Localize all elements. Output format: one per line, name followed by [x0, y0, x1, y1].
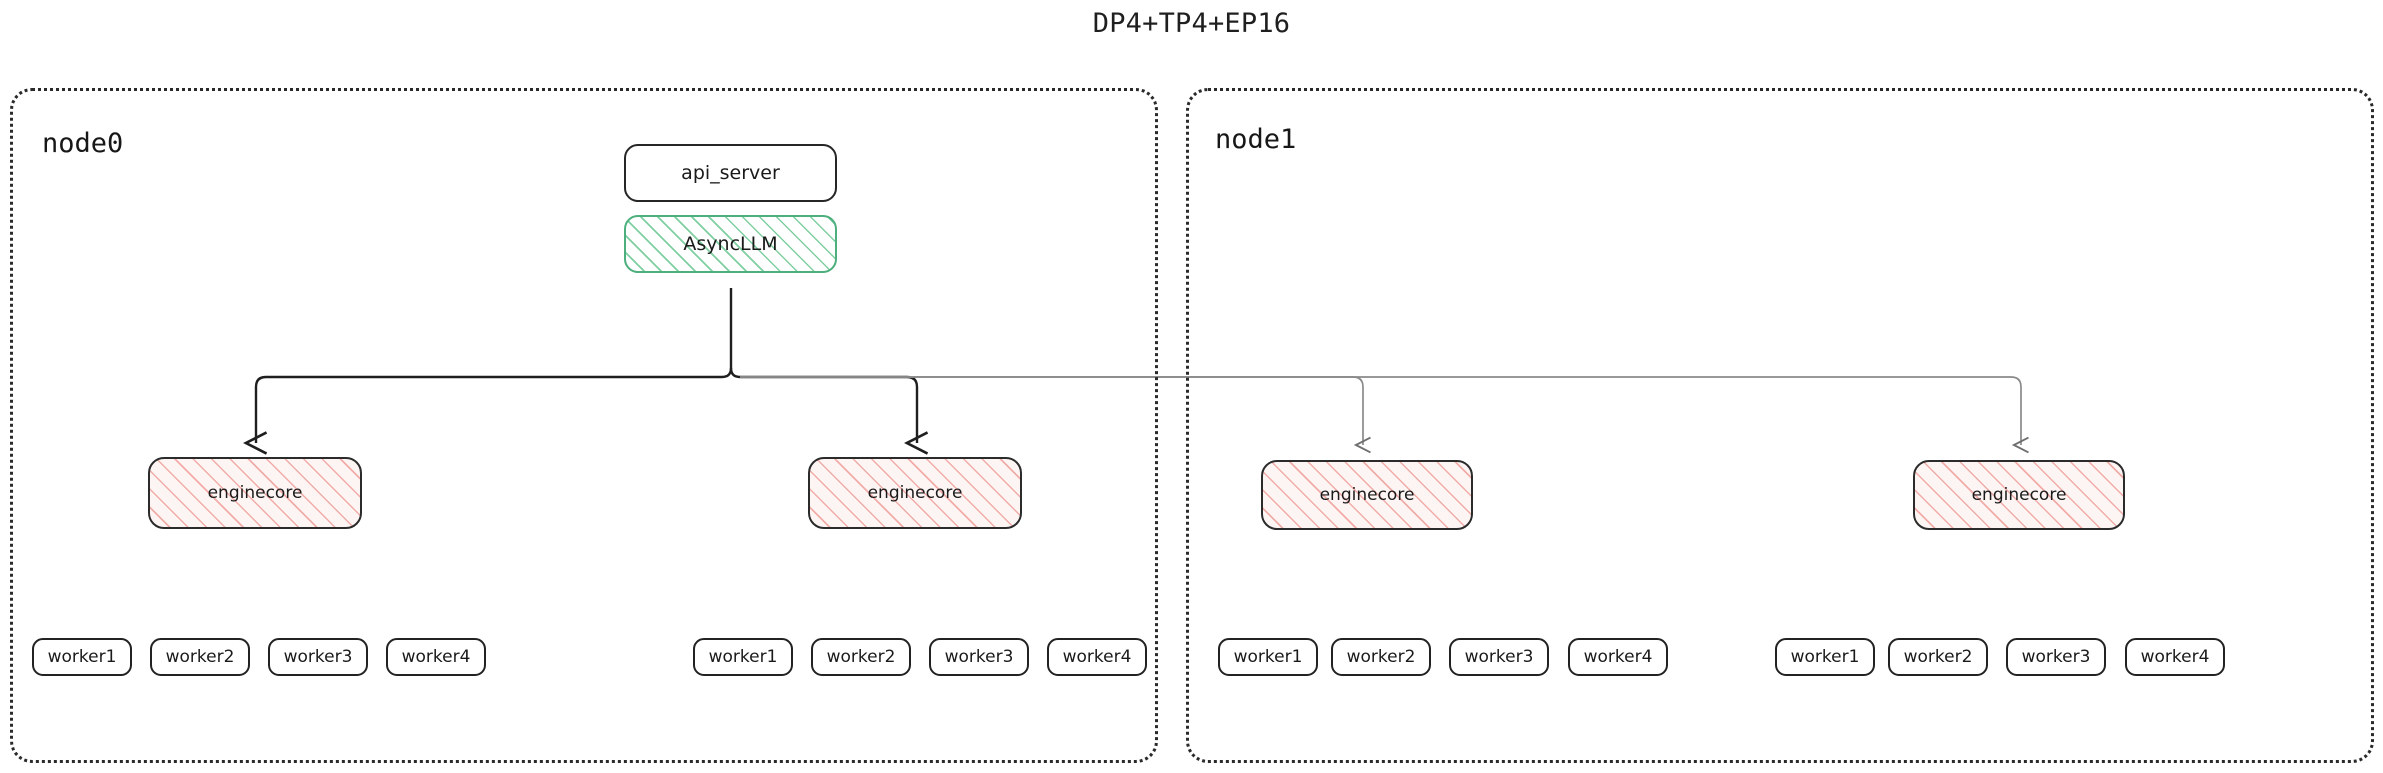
enginecore-label: enginecore	[867, 483, 963, 503]
async-llm-label: AsyncLLM	[683, 233, 778, 255]
worker-box[interactable]: worker1	[1775, 638, 1875, 676]
node-container-node0	[10, 88, 1158, 763]
enginecore-label: enginecore	[1319, 485, 1415, 505]
worker-box[interactable]: worker2	[1331, 638, 1431, 676]
worker-box[interactable]: worker1	[693, 638, 793, 676]
worker-box[interactable]: worker3	[268, 638, 368, 676]
worker-label: worker1	[47, 647, 117, 667]
api-server-box[interactable]: api_server	[624, 144, 837, 202]
worker-box[interactable]: worker4	[1047, 638, 1147, 676]
worker-box[interactable]: worker3	[2006, 638, 2106, 676]
worker-box[interactable]: worker4	[386, 638, 486, 676]
worker-label: worker1	[1233, 647, 1303, 667]
enginecore-label: enginecore	[1971, 485, 2067, 505]
enginecore-box[interactable]: enginecore	[1913, 460, 2125, 530]
worker-label: worker2	[1903, 647, 1973, 667]
worker-label: worker3	[2021, 647, 2091, 667]
worker-box[interactable]: worker4	[2125, 638, 2225, 676]
worker-label: worker2	[165, 647, 235, 667]
api-server-label: api_server	[681, 162, 780, 184]
worker-box[interactable]: worker3	[929, 638, 1029, 676]
enginecore-box[interactable]: enginecore	[808, 457, 1022, 529]
worker-label: worker4	[401, 647, 471, 667]
node-label-node0: node0	[42, 128, 124, 159]
worker-box[interactable]: worker2	[811, 638, 911, 676]
worker-label: worker1	[1790, 647, 1860, 667]
worker-label: worker2	[826, 647, 896, 667]
enginecore-box[interactable]: enginecore	[148, 457, 362, 529]
worker-label: worker2	[1346, 647, 1416, 667]
worker-label: worker4	[1062, 647, 1132, 667]
worker-box[interactable]: worker4	[1568, 638, 1668, 676]
node-label-node1: node1	[1215, 124, 1297, 155]
worker-box[interactable]: worker1	[32, 638, 132, 676]
worker-box[interactable]: worker2	[1888, 638, 1988, 676]
worker-label: worker4	[2140, 647, 2210, 667]
enginecore-label: enginecore	[207, 483, 303, 503]
worker-label: worker1	[708, 647, 778, 667]
worker-label: worker3	[283, 647, 353, 667]
worker-label: worker3	[1464, 647, 1534, 667]
enginecore-box[interactable]: enginecore	[1261, 460, 1473, 530]
worker-box[interactable]: worker3	[1449, 638, 1549, 676]
worker-label: worker3	[944, 647, 1014, 667]
worker-box[interactable]: worker2	[150, 638, 250, 676]
page-title: DP4+TP4+EP16	[1092, 8, 1291, 39]
node-container-node1	[1186, 88, 2374, 763]
worker-box[interactable]: worker1	[1218, 638, 1318, 676]
async-llm-box[interactable]: AsyncLLM	[624, 215, 837, 273]
worker-label: worker4	[1583, 647, 1653, 667]
